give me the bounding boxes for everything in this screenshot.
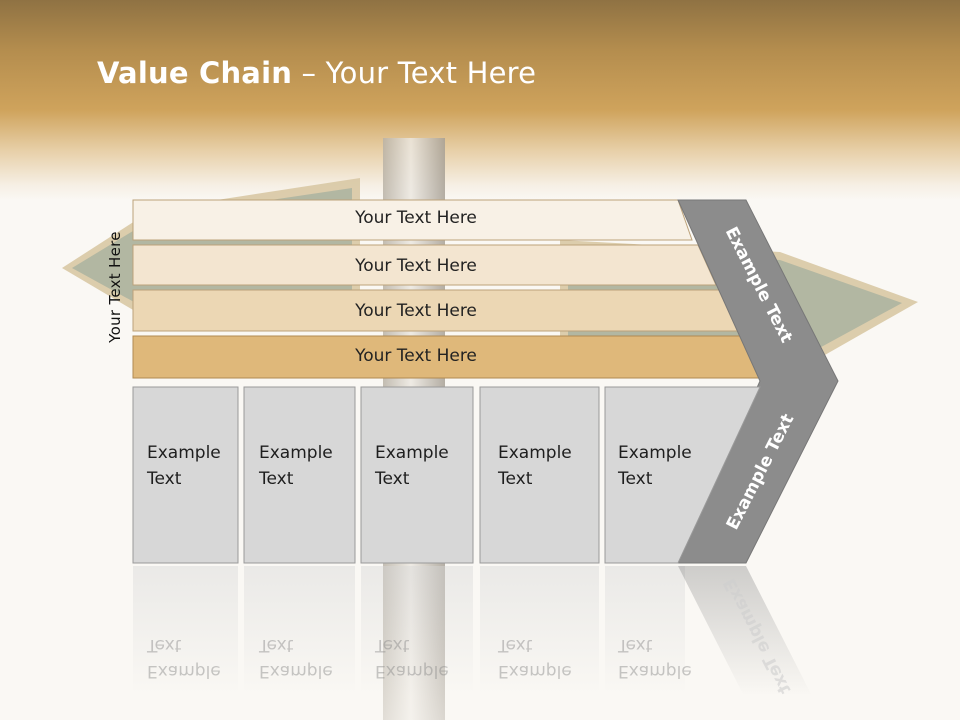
example-box-3[interactable]	[360, 386, 474, 564]
box-3-line-1: Example	[375, 443, 449, 463]
chevron-shape[interactable]	[677, 199, 839, 564]
box-1-line-2: Text	[147, 469, 182, 489]
example-box-4[interactable]	[479, 386, 600, 564]
page-title: Value Chain – Your Text Here	[97, 56, 536, 90]
box-1-line-1: Example	[147, 443, 221, 463]
row-label-1: Your Text Here	[355, 208, 477, 228]
row-label-4: Your Text Here	[355, 346, 477, 366]
box-5-line-1: Example	[618, 443, 692, 463]
title-rest: – Your Text Here	[292, 56, 537, 90]
box-3-line-2: Text	[375, 469, 410, 489]
title-bold: Value Chain	[97, 56, 293, 90]
row-label-2: Your Text Here	[355, 256, 477, 276]
box-4-line-2: Text	[498, 469, 533, 489]
box-2-line-2: Text	[259, 469, 294, 489]
side-label: Your Text Here	[106, 231, 124, 343]
example-box-2[interactable]	[243, 386, 356, 564]
box-4-line-1: Example	[498, 443, 572, 463]
box-2-line-1: Example	[259, 443, 333, 463]
row-label-3: Your Text Here	[355, 301, 477, 321]
reflection-group	[133, 566, 812, 696]
example-box-5[interactable]	[604, 386, 761, 564]
example-box-1[interactable]	[132, 386, 239, 564]
box-5-line-2: Text	[618, 469, 653, 489]
row-bar-1[interactable]	[132, 199, 693, 241]
